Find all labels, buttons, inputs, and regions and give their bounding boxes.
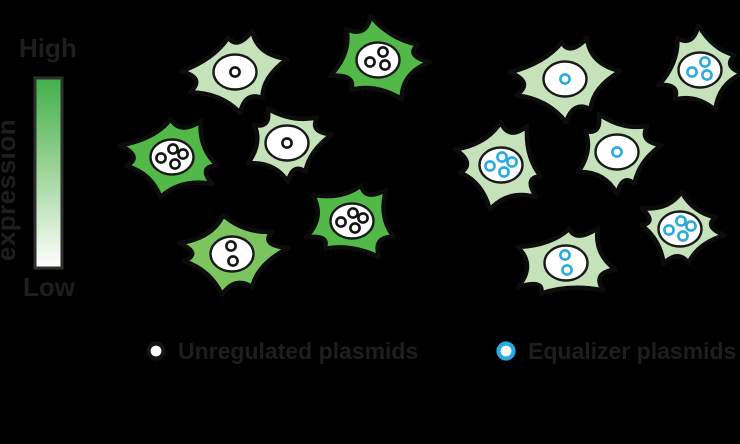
unregulated-plasmid-dot (364, 56, 376, 68)
equalizer-plasmid-dot (506, 156, 518, 168)
cell-nucleus (355, 41, 401, 79)
unregulated-plasmid-dot (349, 222, 361, 234)
unregulated-plasmid-dot (377, 46, 389, 58)
cell-unregulated-6 (176, 212, 291, 297)
cell-equalizer-6 (639, 189, 727, 266)
unregulated-plasmid-dot (335, 216, 347, 228)
scale-low-label: Low (23, 272, 76, 302)
cell-unregulated-3 (117, 116, 220, 200)
unregulated-plasmid-dot (227, 255, 239, 267)
equalizer-plasmid-dot (484, 160, 496, 172)
cell-equalizer-1 (507, 35, 623, 125)
gradient-bar (33, 76, 64, 270)
legend: Unregulated plasmids Equalizer plasmids (146, 338, 736, 364)
equalizer-plasmid-dot (559, 73, 571, 85)
equalizer-plasmid-dot (663, 224, 675, 236)
cell-nucleus (543, 244, 589, 282)
equalizer-plasmid-dot (677, 230, 689, 242)
expression-scalebar: High Low expression (0, 33, 77, 302)
unregulated-plasmid-dot (379, 59, 391, 71)
cell-equalizer-5 (515, 225, 618, 296)
cell-unregulated-2 (327, 13, 433, 102)
unregulated-plasmid-dot (167, 143, 179, 155)
cell-equalizer-2 (656, 23, 740, 113)
equalizer-plasmid-dot (498, 166, 510, 178)
equalizer-plasmid-dot (496, 151, 508, 163)
unregulated-legend-label: Unregulated plasmids (178, 338, 418, 364)
equalizer-legend-label: Equalizer plasmids (528, 338, 736, 364)
expression-axis-label: expression (0, 119, 21, 261)
equalizer-plasmid-dot (561, 264, 573, 276)
cell-unregulated-1 (179, 28, 290, 115)
unregulated-plasmid-dot (229, 66, 241, 78)
unregulated-plasmid-dot (169, 158, 181, 170)
scale-high-label: High (19, 33, 77, 63)
cell-nucleus (677, 51, 723, 89)
unregulated-cell-group (117, 13, 433, 297)
equalizer-cell-group (453, 23, 740, 296)
unregulated-plasmid-dot (177, 148, 189, 160)
cell-nucleus (209, 235, 255, 273)
cell-unregulated-4 (245, 106, 335, 184)
equalizer-plasmid-marker-icon (496, 341, 516, 361)
equalizer-plasmid-dot (699, 56, 711, 68)
equalizer-plasmid-dot (675, 215, 687, 227)
equalizer-plasmid-dot (685, 220, 697, 232)
equalizer-plasmid-dot (701, 69, 713, 81)
equalizer-plasmid-dot (611, 146, 623, 158)
cell-equalizer-3 (453, 119, 544, 212)
unregulated-plasmid-dot (347, 207, 359, 219)
cell-equalizer-4 (576, 111, 664, 196)
unregulated-plasmid-dot (225, 240, 237, 252)
cell-unregulated-5 (303, 182, 397, 260)
unregulated-plasmid-marker-icon (146, 341, 166, 361)
unregulated-plasmid-dot (281, 137, 293, 149)
equalizer-plasmid-dot (559, 249, 571, 261)
equalizer-plasmid-dot (686, 66, 698, 78)
unregulated-plasmid-dot (155, 152, 167, 164)
unregulated-plasmid-dot (357, 212, 369, 224)
